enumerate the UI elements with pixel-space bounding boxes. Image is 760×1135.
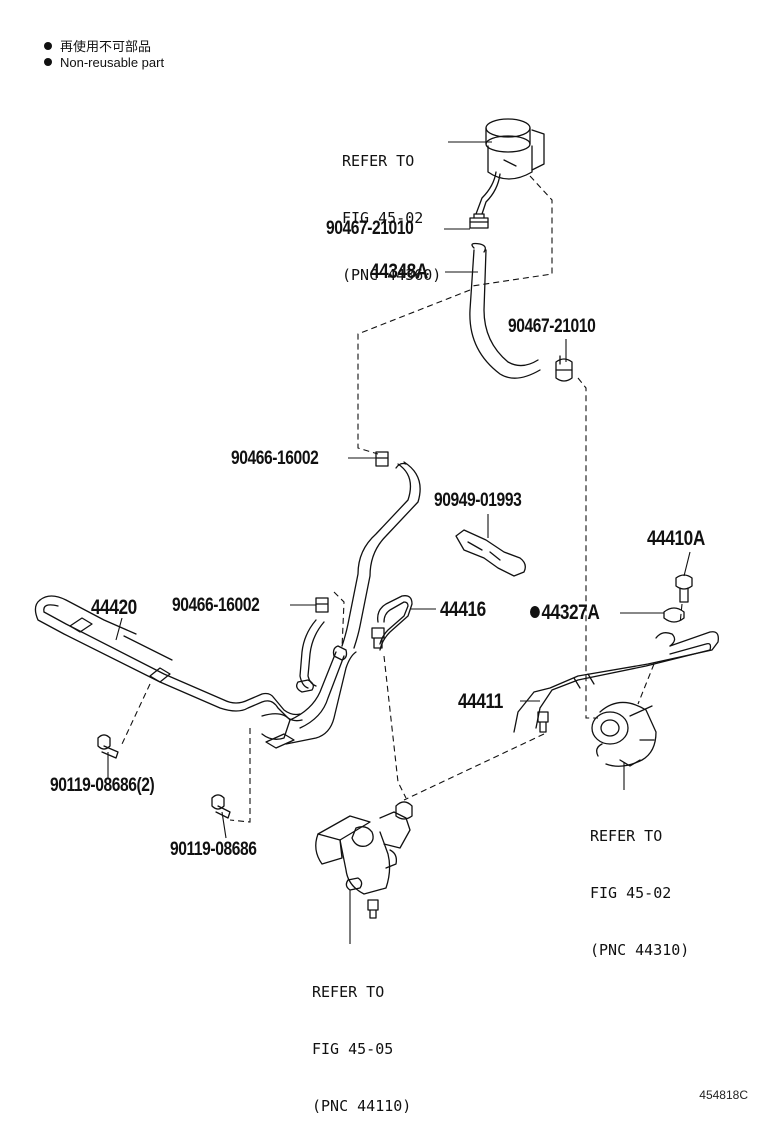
ref-gear: REFER TO FIG 45-05 (PNC 44110) <box>312 945 411 1135</box>
non-reusable-dot-icon <box>530 606 540 618</box>
ref-pump-line3: (PNC 44310) <box>590 941 690 959</box>
catalog-number: 454818C <box>699 1088 748 1102</box>
parts-diagram <box>34 118 719 944</box>
tube-44416 <box>371 595 413 651</box>
legend-jp-text: 再使用不可部品 <box>60 39 152 54</box>
ref-pump-line2: FIG 45-02 <box>590 884 672 902</box>
part-90466-16002-lower[interactable]: 90466-16002 <box>172 595 260 616</box>
bracket-90949 <box>455 529 526 577</box>
pump-illustration <box>591 701 657 767</box>
steering-gear-illustration <box>315 801 413 919</box>
non-reusable-dot-icon <box>44 42 52 50</box>
part-44327A-label: 44327A <box>541 601 600 624</box>
non-reusable-dot-icon <box>44 58 52 66</box>
part-90467-21010-lower[interactable]: 90467-21010 <box>508 316 596 337</box>
ref-gear-line3: (PNC 44110) <box>312 1097 412 1115</box>
ref-reservoir-line1: REFER TO <box>342 152 415 170</box>
cooler-line-44420 <box>34 595 357 749</box>
ref-pump: REFER TO FIG 45-02 (PNC 44310) <box>590 789 689 979</box>
part-90466-16002-upper[interactable]: 90466-16002 <box>231 448 319 469</box>
legend-en-text: Non-reusable part <box>60 55 165 70</box>
ref-gear-line2: FIG 45-05 <box>312 1040 394 1058</box>
part-90119-08686[interactable]: 90119-08686 <box>170 839 257 860</box>
legend: 再使用不可部品 Non-reusable part <box>44 39 164 71</box>
ref-reservoir-line2: FIG 45-02 <box>342 209 424 227</box>
part-44327A[interactable]: 44327A <box>530 601 600 625</box>
legend-jp-row: 再使用不可部品 <box>44 39 164 55</box>
clamp-90467-lower <box>555 355 573 382</box>
part-90119-08686-qty2[interactable]: 90119-08686(2) <box>50 775 155 796</box>
part-44420[interactable]: 44420 <box>91 596 137 619</box>
clamp-90466-upper <box>375 451 389 467</box>
bolt-44410A <box>675 574 693 603</box>
gasket-44327A <box>663 607 685 623</box>
legend-en-row: Non-reusable part <box>44 55 164 71</box>
part-44348A[interactable]: 44348A <box>370 260 428 283</box>
bolt-90119-upper <box>97 734 119 759</box>
part-44410A[interactable]: 44410A <box>647 527 705 550</box>
reservoir-illustration <box>475 118 545 215</box>
ref-reservoir-line3: (PNC 44360) <box>342 266 442 284</box>
part-90949-01993[interactable]: 90949-01993 <box>434 490 522 511</box>
clamp-90467-upper <box>469 213 489 229</box>
part-90467-21010-upper[interactable]: 90467-21010 <box>326 218 414 239</box>
pressure-tube-44411 <box>513 631 719 733</box>
ref-pump-line1: REFER TO <box>590 827 663 845</box>
part-44416[interactable]: 44416 <box>440 598 486 621</box>
hose-44348A <box>469 242 541 379</box>
bolt-90119-lower <box>211 794 231 819</box>
part-44411[interactable]: 44411 <box>458 690 503 713</box>
ref-reservoir: REFER TO FIG 45-02 (PNC 44360) <box>342 114 441 304</box>
clamp-90466-lower <box>296 597 329 693</box>
ref-gear-line1: REFER TO <box>312 983 385 1001</box>
return-line <box>332 461 421 661</box>
